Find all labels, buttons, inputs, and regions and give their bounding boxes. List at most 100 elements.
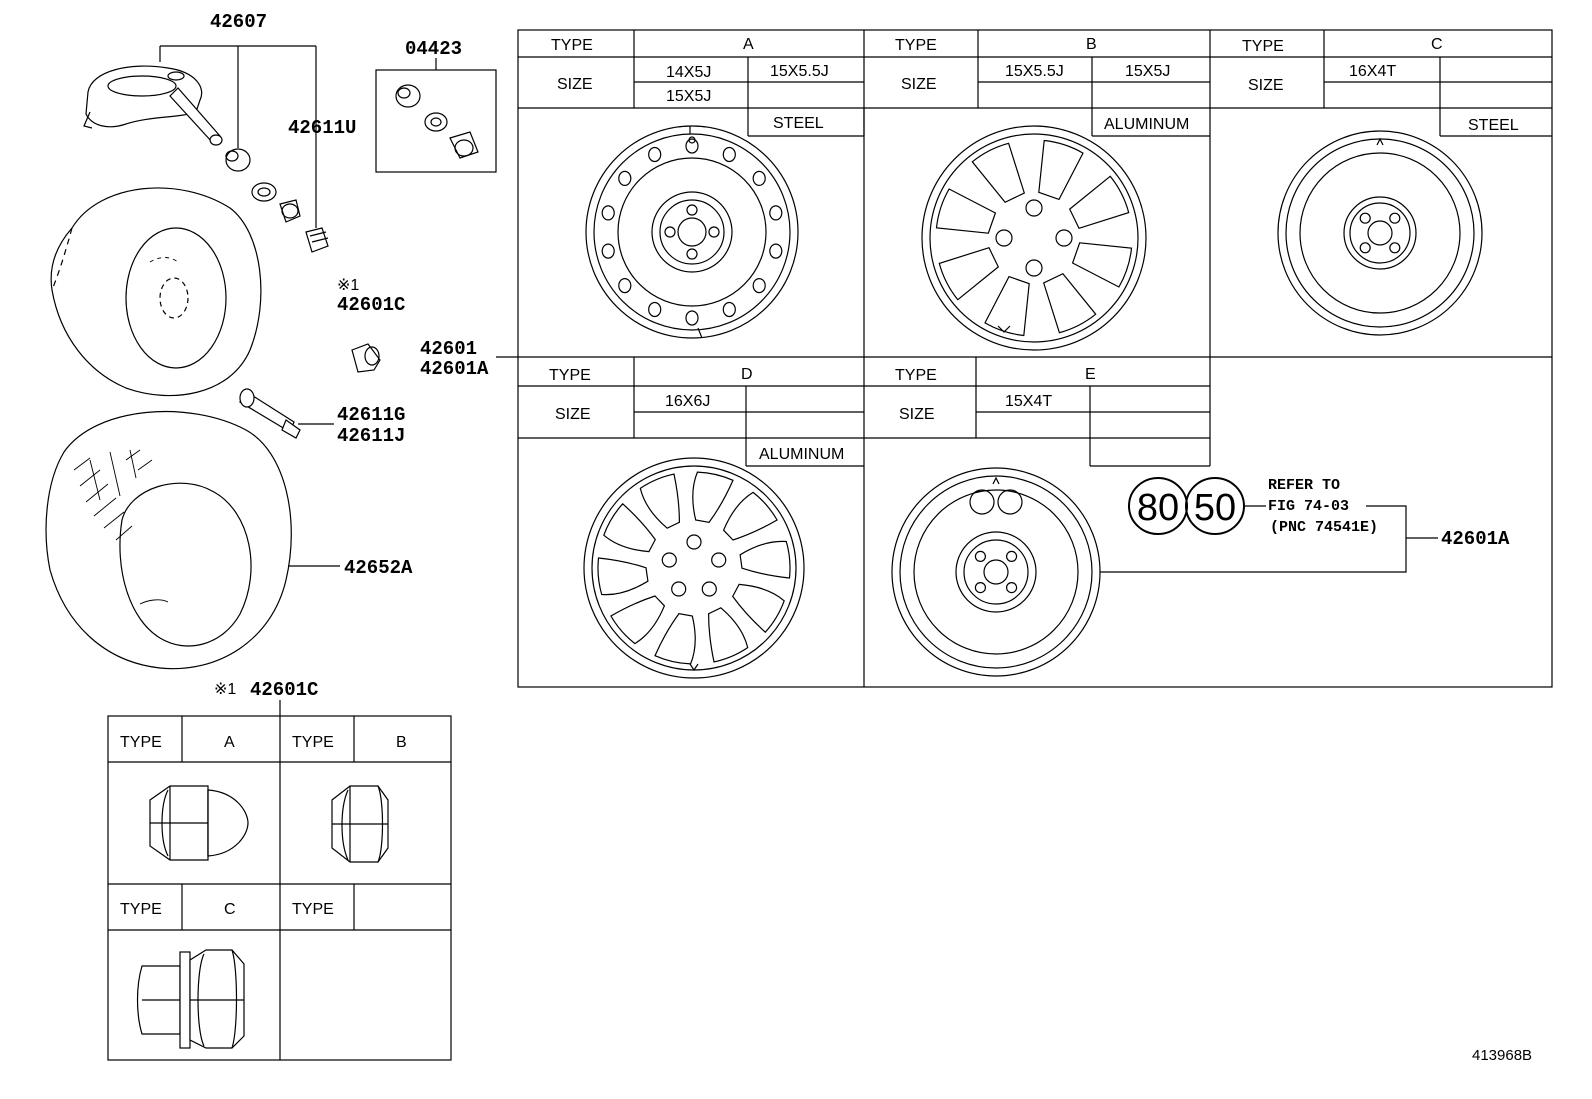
grommet-illustration	[225, 148, 329, 253]
size-value-b-1: 15X5.5J	[1005, 63, 1064, 80]
nut-type-value-b: B	[396, 734, 407, 751]
refer-code-80: 80	[1137, 487, 1179, 529]
size-value-e-1: 15X4T	[1005, 393, 1052, 410]
refer-code-50: 50	[1194, 487, 1236, 529]
size-label-d: SIZE	[555, 406, 591, 423]
material-d: ALUMINUM	[759, 446, 844, 463]
spoke-window	[731, 583, 785, 634]
nut-type-label-c: TYPE	[120, 901, 162, 918]
size-value-a-2: 15X5.5J	[770, 63, 829, 80]
type-value-c: C	[1431, 36, 1443, 53]
type-value-a: A	[743, 36, 754, 53]
wheel-b-aluminum-illustration	[921, 125, 1147, 351]
vent-hole	[648, 146, 662, 163]
lug-hole	[1025, 259, 1043, 277]
nut-note-mark: ※1	[214, 681, 236, 698]
nut-type-label-d: TYPE	[292, 901, 334, 918]
size-value-c-1: 16X4T	[1349, 63, 1396, 80]
lug-hole	[1359, 212, 1371, 224]
lug-hole	[1389, 212, 1401, 224]
spoke-window	[722, 491, 778, 541]
nut-type-label-b: TYPE	[292, 734, 334, 751]
spoke-window	[938, 246, 1000, 301]
vent-hole	[722, 301, 736, 318]
lug-hole	[1006, 550, 1018, 562]
lug-hole	[974, 582, 986, 594]
vent-hole	[722, 146, 736, 163]
lug-hole	[686, 204, 698, 216]
vent-hole	[769, 205, 783, 221]
part-number-04423: 04423	[405, 38, 462, 60]
vent-hole	[752, 277, 766, 294]
vent-hole	[685, 138, 699, 154]
part-number-42611J: 42611J	[337, 425, 405, 447]
size-label-e: SIZE	[899, 406, 935, 423]
vent-hole	[685, 310, 699, 326]
valve-stem-illustration	[238, 388, 301, 439]
spoke-window	[1071, 242, 1133, 288]
type-label-b: TYPE	[895, 37, 937, 54]
nut-table-title: 42601C	[250, 679, 318, 701]
refer-line-2: FIG 74-03	[1268, 498, 1349, 515]
part-number-42601C: 42601C	[337, 294, 405, 316]
lug-hole	[1359, 242, 1371, 254]
lug-hole	[995, 229, 1013, 247]
lug-nut-table: TYPE A TYPE B TYPE C TYPE	[107, 715, 452, 1061]
nut-type-value-a: A	[224, 734, 235, 751]
spoke-window	[603, 502, 657, 553]
spoke-window	[1068, 175, 1130, 230]
lug-hole	[708, 226, 720, 238]
lug-hole	[1025, 199, 1043, 217]
vent-hole	[769, 243, 783, 259]
figure-id: 413968B	[1472, 1047, 1532, 1064]
spoke-window	[597, 557, 649, 596]
note-mark: ※1	[337, 277, 359, 294]
spoke-window	[707, 607, 749, 663]
spoke-window	[1042, 272, 1097, 334]
lug-hole	[711, 552, 727, 568]
nut-type-label-a: TYPE	[120, 734, 162, 751]
lug-hole	[671, 581, 687, 597]
lug-nut-small-illustration	[351, 343, 381, 373]
size-label-c: SIZE	[1248, 77, 1284, 94]
wheel-d-aluminum-illustration	[583, 457, 805, 679]
vent-hole	[618, 277, 632, 294]
spoke-window	[935, 188, 997, 234]
spoke-window	[984, 275, 1030, 337]
spoke-window	[610, 595, 666, 645]
spoke-window	[654, 612, 696, 665]
part-number-42601A-right: 42601A	[1441, 528, 1510, 550]
spoke-window	[692, 471, 734, 524]
size-value-a-1: 14X5J	[666, 64, 711, 81]
tpms-sensor-illustration	[83, 65, 223, 146]
lug-hole	[1006, 582, 1018, 594]
lug-hole	[686, 534, 702, 550]
spoke-window	[739, 540, 791, 579]
vent-hole	[752, 170, 766, 187]
spoke-window	[1038, 139, 1084, 201]
nut-type-a-illustration	[149, 785, 249, 861]
part-number-42601: 42601	[420, 338, 477, 360]
vent-hole	[601, 205, 615, 221]
vent-hole	[618, 170, 632, 187]
lug-hole	[1389, 242, 1401, 254]
type-label-e: TYPE	[895, 367, 937, 384]
nut-type-value-c: C	[224, 901, 236, 918]
part-number-42607: 42607	[210, 11, 267, 33]
tire-illustration	[45, 410, 292, 670]
wheel-c-steel-illustration	[1277, 130, 1483, 336]
lug-hole	[701, 581, 717, 597]
nut-type-b-illustration	[331, 785, 389, 863]
type-value-b: B	[1086, 36, 1097, 53]
spoke-window	[971, 142, 1026, 204]
size-label-b: SIZE	[901, 76, 937, 93]
lug-hole	[686, 248, 698, 260]
wheel-a-steel-illustration	[585, 125, 799, 339]
part-number-42652A: 42652A	[344, 557, 413, 579]
part-number-42611U: 42611U	[288, 117, 356, 139]
valve-kit-box	[375, 69, 497, 173]
wheel-e-spare-illustration	[891, 467, 1101, 677]
vent-hole	[601, 243, 615, 259]
part-number-42601A: 42601A	[420, 358, 489, 380]
